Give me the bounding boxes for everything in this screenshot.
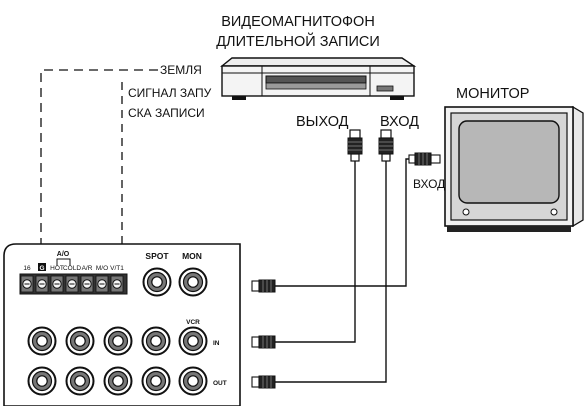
cable-mon-to-monitor (275, 158, 409, 287)
monitor-in-label: ВХОД (413, 177, 445, 191)
record-signal-label-line2: СКА ЗАПИСИ (128, 106, 205, 120)
cable-panel-out-to-vcr-in (275, 161, 387, 383)
plug-vcr-out (251, 375, 276, 389)
in-row-label: IN (213, 340, 220, 347)
terminal-screws (20, 275, 124, 293)
ground-wire (40, 69, 158, 248)
vcr-out-connector (347, 129, 363, 162)
monitor-in-connector (408, 152, 441, 166)
terminal-screw[interactable] (110, 275, 124, 293)
plug-vcr-in (251, 335, 276, 349)
monitor-device: МОНИТОР (444, 86, 584, 232)
record-signal-label-line1: СИГНАЛ ЗАПУ (128, 86, 212, 100)
panel-side-plugs (251, 279, 276, 389)
video-out-jack[interactable] (27, 366, 57, 396)
terminal-label: COLD (63, 265, 81, 272)
video-out-jack[interactable] (141, 366, 171, 396)
vcr-device: ВИДЕОМАГНИТОФОН ДЛИТЕЛЬНОЙ ЗАПИСИ (216, 14, 417, 100)
bnc-jacks (27, 267, 208, 396)
terminal-screw[interactable] (50, 275, 64, 293)
vcr-title-line2: ДЛИТЕЛЬНОЙ ЗАПИСИ (216, 32, 380, 50)
out-row-label: OUT (213, 380, 227, 387)
vcr-in-label: ВХОД (380, 114, 419, 130)
vcr-out-label: ВЫХОД (296, 114, 349, 130)
video-out-jack[interactable] (103, 366, 133, 396)
terminal-screw[interactable] (65, 275, 79, 293)
terminal-label: HOT (50, 265, 64, 272)
mon-jack[interactable] (178, 267, 208, 297)
terminal-label: A/R (82, 265, 93, 272)
vcr-in-jack[interactable] (178, 326, 208, 356)
video-cables (275, 158, 409, 383)
control-wires (40, 69, 158, 264)
video-out-jack[interactable] (65, 366, 95, 396)
terminal-label: G (39, 265, 44, 272)
plug-mon-out (251, 279, 276, 293)
terminal-label-g-box (38, 263, 46, 271)
video-in-jack[interactable] (103, 326, 133, 356)
mon-label: MON (182, 251, 202, 261)
vcr-in-connector (378, 129, 394, 162)
spot-jack[interactable] (142, 267, 172, 297)
cable-vcr-out-to-panel-in (275, 161, 356, 343)
vcr-title-line1: ВИДЕОМАГНИТОФОН (221, 14, 375, 30)
video-in-jack[interactable] (65, 326, 95, 356)
terminal-label: M/O (96, 265, 108, 272)
terminal-group-label: A/O (57, 251, 70, 258)
vcr-out-jack[interactable] (178, 366, 208, 396)
terminal-screw[interactable] (20, 275, 34, 293)
terminal-screw[interactable] (35, 275, 49, 293)
video-in-jack[interactable] (27, 326, 57, 356)
terminal-label: V/T1 (110, 265, 124, 272)
spot-label: SPOT (145, 251, 169, 261)
ground-label: ЗЕМЛЯ (160, 63, 202, 77)
monitor-title: МОНИТОР (456, 86, 529, 102)
video-in-jack[interactable] (141, 326, 171, 356)
terminal-label: 16 (23, 265, 31, 272)
terminal-screw[interactable] (95, 275, 109, 293)
vcr-label: VCR (186, 319, 200, 326)
terminal-screw[interactable] (80, 275, 94, 293)
